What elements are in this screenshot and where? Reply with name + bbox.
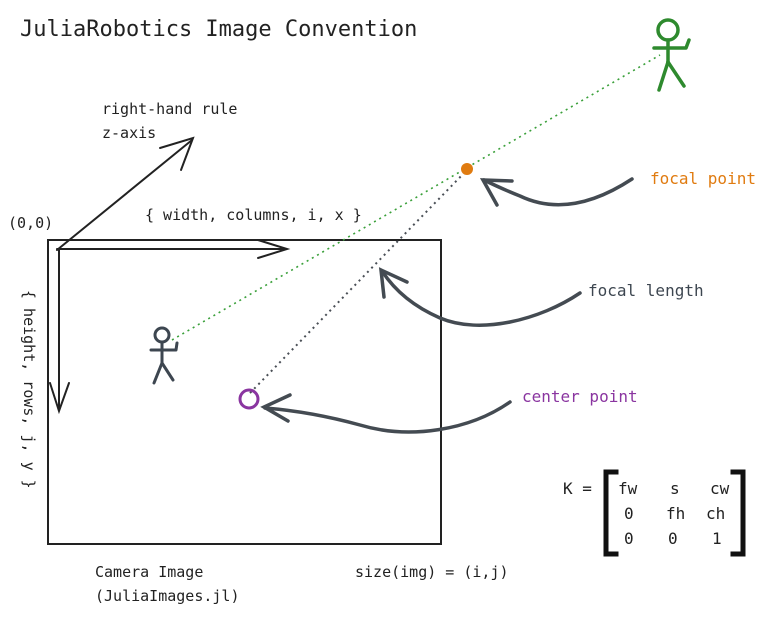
height-axis-arrow [49,248,70,415]
matrix-left-bracket [603,469,619,557]
height-axis-label: { height, rows, j, y } [20,290,38,489]
center-point-arrow [260,393,512,434]
focal-point-label: focal point [650,169,756,188]
matrix-cell: 1 [712,529,722,548]
matrix-cell: fh [666,504,685,523]
matrix-cell: 0 [668,529,678,548]
z-axis-arrow [56,136,195,251]
ray-to-far-person [171,54,661,341]
matrix-cell: s [670,479,680,498]
matrix-name: K = [563,479,592,498]
matrix-cell: ch [706,504,725,523]
camera-image-caption-line1: Camera Image [95,563,203,581]
matrix-cell: 0 [624,529,634,548]
near-person-icon [149,326,179,385]
width-axis-arrow [56,239,291,259]
matrix-cell: fw [618,479,638,498]
focal-length-arrow [378,267,582,327]
camera-image-caption-line2: (JuliaImages.jl) [95,587,240,605]
origin-label: (0,0) [8,214,53,232]
focal-length-label: focal length [588,281,704,300]
far-person-icon [652,18,691,92]
center-point-label: center point [522,387,638,406]
matrix-cell: 0 [624,504,634,523]
focal-point-arrow [479,177,634,207]
width-axis-label: { width, columns, i, x } [145,206,362,224]
camera-image-frame [47,239,442,545]
z-axis-label-line2: z-axis [102,124,156,142]
z-axis-label-line1: right-hand rule [102,100,237,118]
focal-length-ray [249,169,468,394]
matrix-right-bracket [730,469,746,557]
center-point-circle [238,388,260,410]
diagram-title: JuliaRobotics Image Convention [20,17,417,42]
focal-point-dot [461,163,473,175]
image-size-label: size(img) = (i,j) [355,563,509,581]
matrix-cell: cw [710,479,730,498]
